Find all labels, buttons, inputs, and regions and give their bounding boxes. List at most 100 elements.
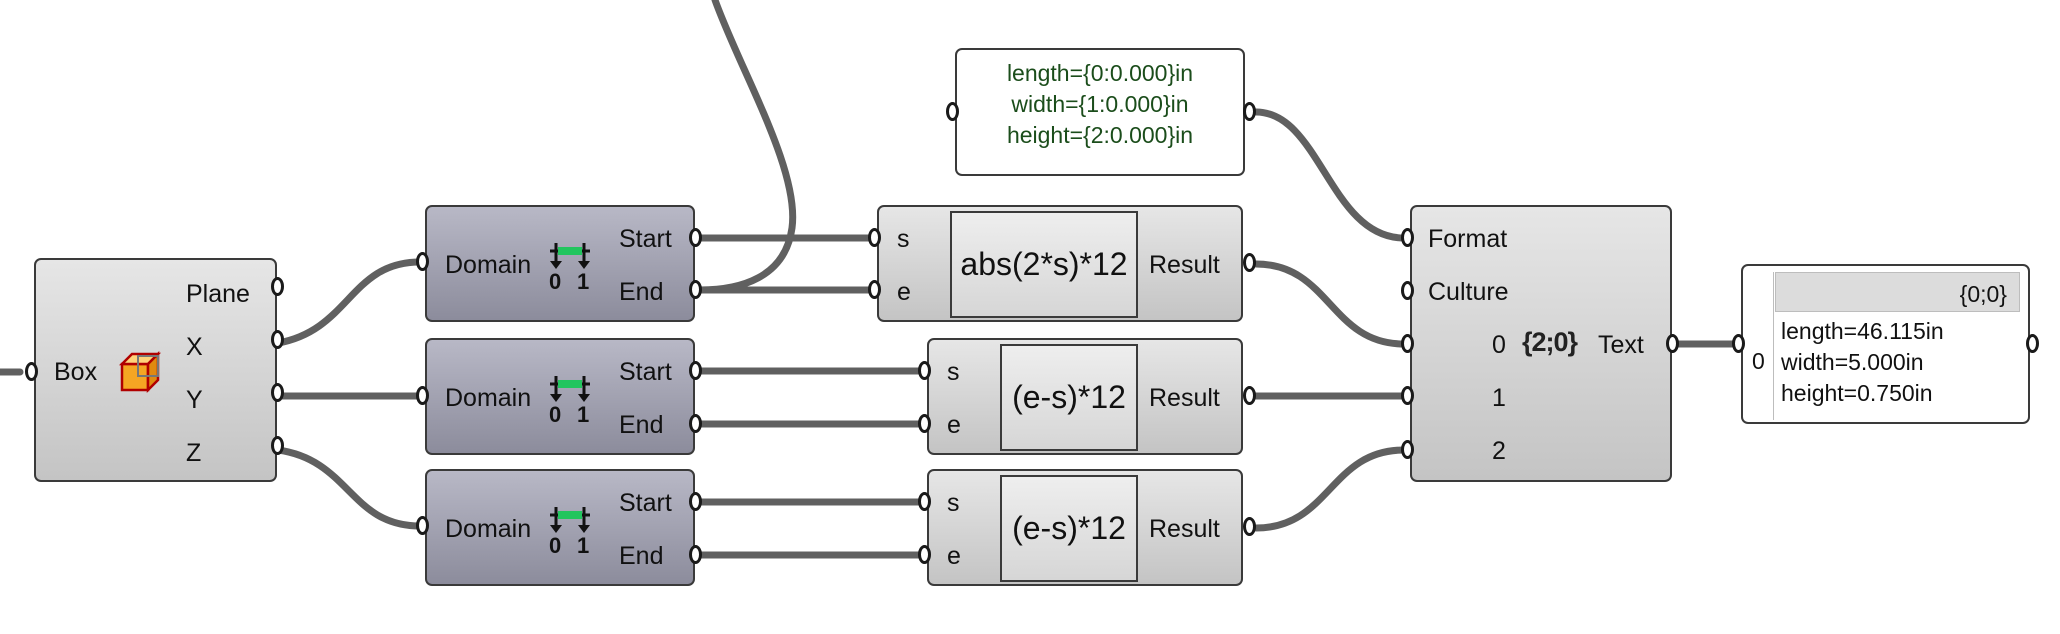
domain-output-start: Start [619,489,672,517]
expr3-result-port[interactable] [1243,517,1256,536]
domain-output-start: Start [619,358,672,386]
box-output-z: Z [186,439,202,467]
domain-output-start: Start [619,225,672,253]
box-x-port[interactable] [271,330,284,349]
box-output-x: X [186,333,203,361]
domain-output-end: End [619,278,664,306]
expression-input-s: s [947,489,960,517]
format-format-port[interactable] [1401,228,1414,247]
domain1-input-port[interactable] [416,252,429,271]
wire-e1-0 [1252,260,1408,348]
format-icon: {2;0} [1522,327,1578,357]
wire-e3-2 [1252,446,1408,532]
expr1-s-port[interactable] [868,228,881,247]
expression-formula[interactable]: abs(2*s)*12 [950,211,1138,318]
output-panel-input-port[interactable] [1732,334,1745,353]
expression-node-1[interactable]: s e abs(2*s)*12 Result [877,205,1243,322]
box-input-port[interactable] [25,362,38,381]
format-input-format: Format [1428,225,1508,253]
domain-icon: 0 1 [544,237,596,295]
domain2-input-port[interactable] [416,386,429,405]
output-panel-output-port[interactable] [2026,334,2039,353]
box-output-plane: Plane [186,280,250,308]
output-path: {0;0} [1959,281,2007,307]
domain-output-end: End [619,542,664,570]
domain-digit-0: 0 [549,269,562,294]
format-input-0: 0 [1492,331,1506,359]
domain2-end-port[interactable] [689,414,702,433]
domain3-end-port[interactable] [689,545,702,564]
domain-label: Domain [445,251,532,279]
wire-z-domain3 [274,446,424,530]
box-plane-port[interactable] [271,277,284,296]
format-line-length: length={0:0.000}in [1006,60,1194,86]
format-2-port[interactable] [1401,440,1414,459]
expression-input-s: s [947,358,960,386]
box-icon [118,346,168,396]
expression-output-result: Result [1149,251,1220,279]
domain-node-3[interactable]: Domain 0 1 Start End [425,469,695,586]
format-input-culture: Culture [1428,278,1509,306]
box-node[interactable]: Box Plane X Y Z [34,258,277,482]
wire-panel-format [1252,108,1408,242]
domain1-end-port[interactable] [689,280,702,299]
format-panel-output-port[interactable] [1243,102,1256,121]
format-0-port[interactable] [1401,334,1414,353]
domain2-start-port[interactable] [689,361,702,380]
domain-digit-0: 0 [549,402,562,427]
wire-top-end1 [696,0,797,294]
expression-input-e: e [897,278,911,306]
format-culture-port[interactable] [1401,281,1414,300]
expr3-e-port[interactable] [918,545,931,564]
format-input-1: 1 [1492,384,1506,412]
expression-input-s: s [897,225,910,253]
domain-label: Domain [445,515,532,543]
output-index: 0 [1752,348,1765,374]
expr2-s-port[interactable] [918,361,931,380]
format-string-panel[interactable]: length={0:0.000}in width={1:0.000}in hei… [955,48,1245,176]
expression-node-3[interactable]: s e (e-s)*12 Result [927,469,1243,586]
expr3-s-port[interactable] [918,492,931,511]
domain-digit-1: 1 [577,402,590,427]
box-label: Box [54,358,98,386]
domain-label: Domain [445,384,532,412]
domain-icon: 0 1 [544,370,596,428]
expression-input-e: e [947,411,961,439]
expression-formula[interactable]: (e-s)*12 [1000,344,1138,451]
expr2-result-port[interactable] [1243,386,1256,405]
box-z-port[interactable] [271,436,284,455]
format-line-height: height={2:0.000}in [1006,122,1194,148]
expression-node-2[interactable]: s e (e-s)*12 Result [927,338,1243,455]
format-text-port[interactable] [1666,334,1679,353]
format-panel-input-port[interactable] [946,102,959,121]
box-y-port[interactable] [271,383,284,402]
expr1-result-port[interactable] [1243,253,1256,272]
format-line-width: width={1:0.000}in [1011,91,1189,117]
expr2-e-port[interactable] [918,414,931,433]
expr1-e-port[interactable] [868,280,881,299]
domain-node-2[interactable]: Domain 0 1 Start End [425,338,695,455]
output-panel-header: {0;0} [1775,272,2020,312]
output-panel[interactable]: {0;0} 0 length=46.115in width=5.000in he… [1741,264,2030,424]
format-input-2: 2 [1492,437,1506,465]
expression-formula[interactable]: (e-s)*12 [1000,475,1138,582]
format-node[interactable]: Format Culture 0 1 2 {2;0} Text [1410,205,1672,482]
domain3-input-port[interactable] [416,516,429,535]
output-panel-divider [1773,272,1774,420]
output-line-height: height=0.750in [1781,380,1933,406]
domain-digit-0: 0 [549,533,562,558]
wire-x-domain1 [274,258,424,347]
domain1-start-port[interactable] [689,228,702,247]
format-output-text: Text [1598,331,1644,359]
domain-digit-1: 1 [577,269,590,294]
output-line-length: length=46.115in [1781,318,1944,344]
domain-digit-1: 1 [577,533,590,558]
domain-icon: 0 1 [544,501,596,559]
domain-node-1[interactable]: Domain 0 1 Start End [425,205,695,322]
domain3-start-port[interactable] [689,492,702,511]
format-1-port[interactable] [1401,386,1414,405]
domain-output-end: End [619,411,664,439]
box-output-y: Y [186,386,203,414]
expression-output-result: Result [1149,515,1220,543]
